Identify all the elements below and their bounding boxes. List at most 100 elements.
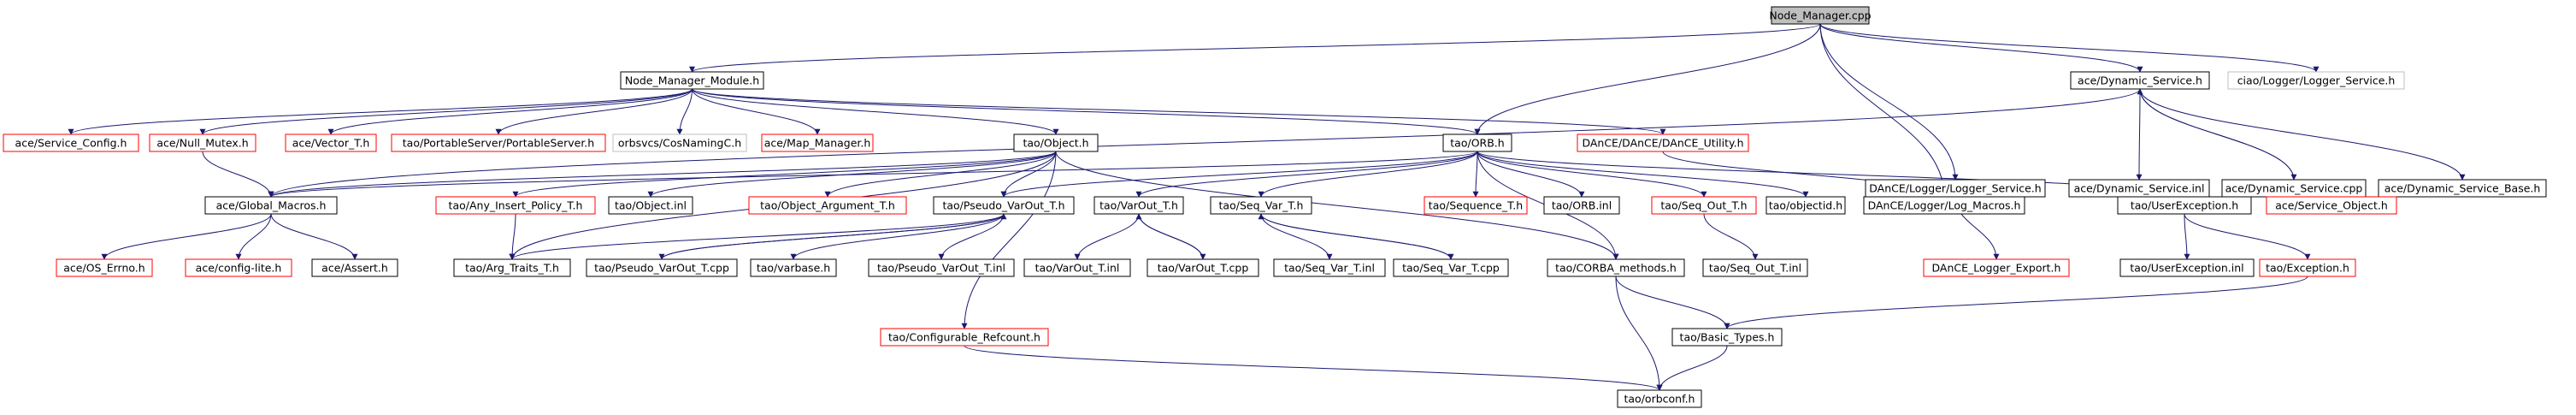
dependency-edge [509,213,516,260]
graph-node[interactable]: tao/VarOut_T.h [1093,196,1184,215]
node-box [2119,258,2255,277]
graph-node[interactable]: Node_Manager.cpp [1769,6,1872,25]
node-label: tao/Object.h [1023,137,1088,150]
graph-node[interactable]: ace/Dynamic_Service.h [2070,71,2210,90]
graph-node[interactable]: tao/VarOut_T.inl [1023,258,1131,277]
dependency-edge [2139,88,2466,181]
node-label: ace/Global_Macros.h [216,199,327,212]
graph-node[interactable]: tao/PortableServer/PortableServer.h [391,133,606,152]
node-box [1147,258,1259,277]
node-box [204,196,338,215]
node-label: ace/Dynamic_Service.cpp [2225,182,2363,195]
node-label: tao/Pseudo_VarOut_T.cpp [594,262,729,275]
dependency-edge [1477,151,1809,198]
graph-node[interactable]: ace/Service_Config.h [3,133,139,152]
graph-node[interactable]: tao/Exception.h [2259,258,2356,277]
dependency-edge [661,213,1007,260]
graph-node[interactable]: ace/Vector_T.h [285,133,377,152]
dependency-edge [647,151,1057,198]
graph-node[interactable]: tao/ORB.h [1442,133,1512,152]
node-label: tao/Pseudo_VarOut_T.inl [877,262,1005,275]
graph-node[interactable]: ace/Assert.h [311,258,398,277]
graph-node[interactable]: ace/Service_Object.h [2266,196,2397,215]
dependency-edge [1819,23,1948,198]
graph-node[interactable]: tao/Seq_Var_T.h [1210,196,1312,215]
graph-node[interactable]: tao/objectid.h [1765,196,1846,215]
graph-node[interactable]: tao/Pseudo_VarOut_T.cpp [586,258,738,277]
dependency-edge [1135,151,1478,198]
graph-node[interactable]: tao/Arg_Traits_T.h [453,258,571,277]
dependency-edge [1477,151,1585,198]
graph-node[interactable]: DAnCE/Logger/Log_Macros.h [1863,196,2025,215]
graph-node[interactable]: ace/Dynamic_Service_Base.h [2378,179,2547,198]
dependency-edge [1724,276,2308,329]
graph-node[interactable]: tao/Seq_Out_T.h [1651,196,1757,215]
graph-node[interactable]: tao/UserException.inl [2119,258,2255,277]
node-box [2378,179,2547,198]
graph-node[interactable]: tao/Basic_Types.h [1671,328,1783,347]
node-box [750,258,837,277]
graph-node[interactable]: tao/orbconf.h [1617,389,1702,408]
graph-node[interactable]: ace/OS_Errno.h [56,258,153,277]
dependency-edge [964,345,1663,391]
node-label: tao/Seq_Var_T.cpp [1402,262,1500,275]
node-box [2259,258,2356,277]
node-box [3,133,139,152]
dependency-edge [1819,23,2143,73]
node-label: DAnCE/Logger/Log_Macros.h [1868,199,2021,212]
graph-node[interactable]: ace/Global_Macros.h [204,196,338,215]
node-label: tao/Exception.h [2266,262,2349,275]
node-label: tao/VarOut_T.h [1099,199,1178,212]
node-box [612,133,747,152]
graph-node[interactable]: tao/Pseudo_VarOut_T.h [933,196,1075,215]
graph-node[interactable]: ace/Dynamic_Service.inl [2068,179,2210,198]
node-box [748,196,907,215]
dependency-edge [1477,151,1707,198]
graph-node[interactable]: tao/ORB.inl [1543,196,1620,215]
graph-node[interactable]: ace/Map_Manager.h [761,133,874,152]
node-label: ace/Dynamic_Service.h [2078,74,2202,87]
graph-node[interactable]: tao/Configurable_Refcount.h [880,328,1049,347]
graph-node[interactable]: tao/Pseudo_VarOut_T.inl [868,258,1015,277]
graph-node: ciao/Logger/Logger_Service.h [2227,71,2405,90]
node-box [56,258,153,277]
dependency-edge [2136,88,2143,181]
graph-node[interactable]: ace/Null_Mutex.h [149,133,256,152]
dependency-edge [692,88,1481,135]
node-box [586,258,738,277]
node-box [435,196,596,215]
node-box [1093,196,1184,215]
graph-node[interactable]: DAnCE/Logger/Logger_Service.h [1865,179,2046,198]
graph-node[interactable]: tao/Seq_Var_T.cpp [1393,258,1509,277]
graph-node[interactable]: tao/Seq_Out_T.inl [1702,258,1808,277]
graph-node[interactable]: tao/Object.h [1013,133,1099,152]
graph-node[interactable]: tao/VarOut_T.cpp [1147,258,1259,277]
graph-node[interactable]: tao/Seq_Var_T.inl [1273,258,1386,277]
dependency-edge [961,151,1057,329]
dependency-edge [327,88,693,135]
node-box [1013,133,1099,152]
graph-node[interactable]: DAnCE/DAnCE/DAnCE_Utility.h [1577,133,1749,152]
node-label: tao/varbase.h [757,262,830,275]
graph-node[interactable]: tao/CORBA_methods.h [1547,258,1685,277]
node-label: tao/Configurable_Refcount.h [888,331,1040,344]
graph-node[interactable]: tao/varbase.h [750,258,837,277]
graph-node[interactable]: tao/Any_Insert_Policy_T.h [435,196,596,215]
dependency-edge [235,213,272,260]
graph-node[interactable]: tao/Object_Argument_T.h [748,196,907,215]
graph-node[interactable]: Node_Manager_Module.h [620,71,764,90]
node-box [1424,196,1528,215]
graph-node[interactable]: ace/Dynamic_Service.cpp [2221,179,2367,198]
graph-node[interactable]: tao/Object.inl [608,196,693,215]
graph-node[interactable]: DAnCE_Logger_Export.h [1923,258,2070,277]
graph-node[interactable]: tao/Sequence_T.h [1424,196,1528,215]
node-label: tao/objectid.h [1769,199,1842,212]
node-label: ace/Null_Mutex.h [156,137,248,150]
node-box [2227,71,2405,90]
dependency-edge [1055,151,1619,260]
graph-node[interactable]: tao/UserException.h [2117,196,2252,215]
graph-node[interactable]: ace/config-lite.h [185,258,292,277]
node-label: tao/Pseudo_VarOut_T.h [942,199,1064,212]
node-label: ace/Map_Manager.h [764,137,871,150]
